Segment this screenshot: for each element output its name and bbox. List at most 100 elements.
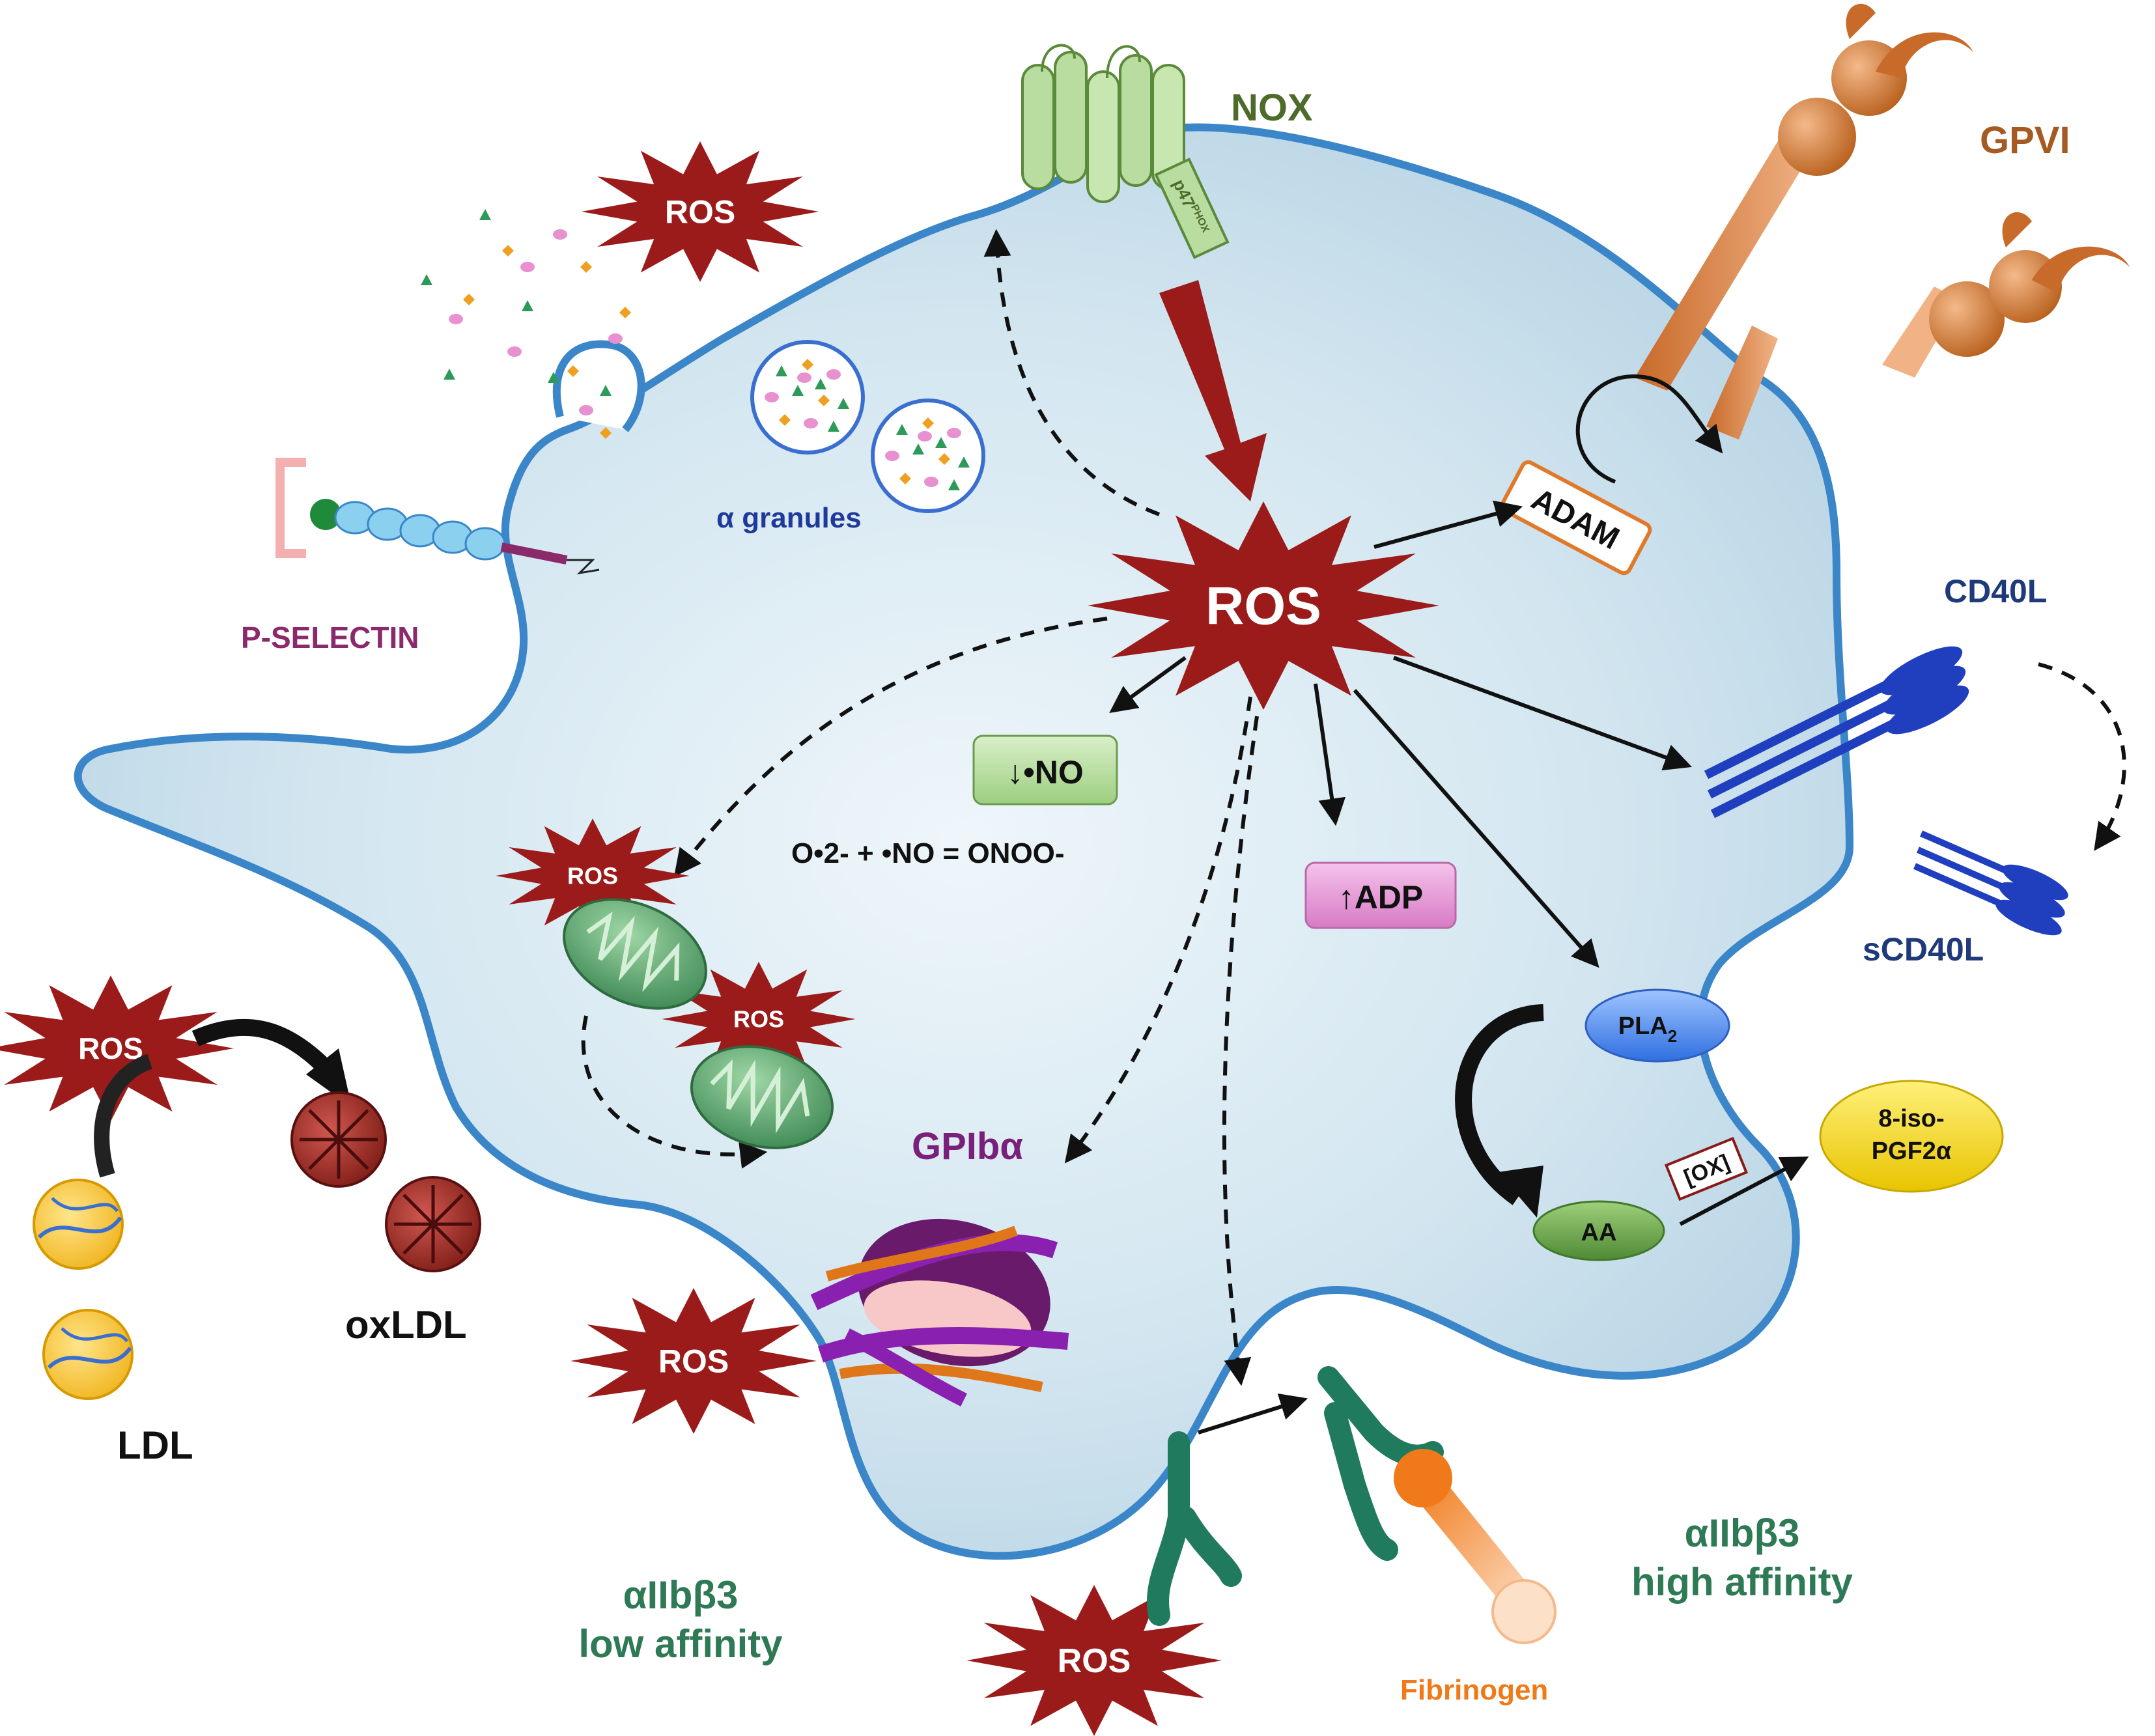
oxldl-particle-1 xyxy=(290,1091,387,1188)
integrin-low-label-line1: αIIbβ3 xyxy=(623,1573,739,1617)
oxldl-particle-2 xyxy=(385,1176,481,1272)
no-decrease-box: ↓•NO xyxy=(972,735,1118,805)
integrin-high-label-line2: high affinity xyxy=(1631,1560,1853,1604)
granule-content xyxy=(479,209,491,220)
nox-complex: p47PHOX xyxy=(1021,44,1230,259)
ldl-oxidation-arrow xyxy=(94,1054,153,1178)
granule-content xyxy=(958,456,970,468)
granule-content xyxy=(600,427,612,439)
fibrinogen-label: Fibrinogen xyxy=(1400,1674,1548,1706)
granule-content xyxy=(924,477,938,487)
adp-increase-box: ↑ADP xyxy=(1304,861,1457,929)
ros-label: ROS xyxy=(567,863,618,889)
ros-label: ROS xyxy=(78,1031,143,1065)
svg-text:AA: AA xyxy=(1581,1219,1617,1246)
granule-content xyxy=(797,372,811,383)
granule-content xyxy=(421,274,432,285)
p-selectin-label: P-SELECTIN xyxy=(241,621,419,654)
svg-text:8-iso-: 8-iso- xyxy=(1878,1105,1944,1132)
ros-star-gpib: ROS xyxy=(570,1288,817,1434)
granule-content xyxy=(947,428,961,438)
ros-star-bottom: ROS xyxy=(966,1585,1222,1736)
ros-star-top: ROS xyxy=(581,141,819,282)
scd40l-label: sCD40L xyxy=(1863,931,1984,968)
ldl-label: LDL xyxy=(117,1423,193,1467)
p47phox-label: p47PHOX xyxy=(1169,176,1211,238)
ros-to-oxldl-arrow xyxy=(191,1018,332,1074)
alpha-granules-label: α granules xyxy=(716,502,862,534)
nox-label: NOX xyxy=(1231,87,1313,129)
gpvi-label: GPVI xyxy=(1980,119,2070,161)
mitochondrion-2 xyxy=(690,1045,834,1149)
ros-star-center: ROS xyxy=(1088,501,1439,710)
oxidation-box: [OX] xyxy=(1664,1136,1749,1201)
cd40l-receptor xyxy=(1704,646,1969,819)
svg-text:PGF2α: PGF2α xyxy=(1872,1138,1952,1165)
ros-label: ROS xyxy=(1205,577,1321,636)
granule-content xyxy=(567,365,579,377)
adam-cleavage-arrow xyxy=(1575,374,1723,484)
ros-label: ROS xyxy=(1058,1642,1131,1680)
isoprostane-8-iso-pgf2a: 8-iso- PGF2α xyxy=(1819,1080,2004,1193)
granule-content xyxy=(922,417,934,429)
gpib-complex xyxy=(810,1218,1069,1407)
cd40l-shedding-arrow xyxy=(2038,662,2126,851)
granule-content xyxy=(826,369,841,380)
pla2-to-aa-arrowhead xyxy=(1498,1166,1543,1218)
granule-content xyxy=(520,262,535,272)
secretion-pocket xyxy=(552,340,645,432)
granule-content xyxy=(600,385,612,396)
granule-content xyxy=(522,300,533,311)
pla2-to-aa-arrow xyxy=(1455,1004,1544,1205)
granule-content xyxy=(776,365,787,376)
p-selectin-molecule xyxy=(275,458,600,575)
mitochondrion-1 xyxy=(563,898,707,1010)
platelet-cell xyxy=(74,123,1854,1560)
granule-content xyxy=(765,392,779,402)
granule-content xyxy=(553,229,567,240)
granule-content xyxy=(885,451,899,461)
granule-content xyxy=(828,421,839,432)
granule-content xyxy=(899,473,911,484)
ldl-particle-2 xyxy=(42,1309,134,1400)
integrin-low-affinity xyxy=(1147,1431,1242,1626)
ldl-particle-1 xyxy=(33,1179,124,1270)
granule-content xyxy=(818,395,830,406)
aa-arachidonic-acid: AA xyxy=(1532,1200,1665,1261)
granule-content xyxy=(444,369,455,380)
granule-content xyxy=(449,314,463,324)
granule-content xyxy=(804,418,818,428)
arrows xyxy=(581,229,1809,1435)
cd40l-label: CD40L xyxy=(1944,573,2047,609)
nox-to-ros-arrow xyxy=(1159,280,1267,501)
fibrinogen-molecule xyxy=(1394,1449,1556,1644)
granule-content xyxy=(918,431,932,441)
granule-content xyxy=(502,245,514,257)
svg-text:↓•NO: ↓•NO xyxy=(1007,754,1084,791)
ros-star-mito-1: ROS xyxy=(496,819,690,933)
granule-content xyxy=(579,405,593,415)
svg-text:↑ADP: ↑ADP xyxy=(1338,879,1424,916)
released-granule-contents xyxy=(421,209,631,439)
ros-star-ldl: ROS xyxy=(0,975,234,1121)
granule-content xyxy=(619,307,631,318)
granule-content xyxy=(463,294,475,305)
gpiba-label: GPIbα xyxy=(912,1125,1023,1168)
svg-text:PLA2: PLA2 xyxy=(1618,1013,1677,1046)
peroxynitrite-reaction: O•2- + •NO = ONOO- xyxy=(791,837,1065,869)
ros-star-mito-2: ROS xyxy=(662,962,856,1076)
granule-content xyxy=(779,414,791,426)
granule-content xyxy=(608,333,623,344)
granule-content xyxy=(838,398,849,409)
granule-content xyxy=(815,378,826,389)
ros-label: ROS xyxy=(733,1006,784,1033)
integrin-low-label-line2: low affinity xyxy=(578,1622,783,1666)
granule-content xyxy=(912,443,924,455)
gpvi-receptor xyxy=(1635,3,2130,440)
integrin-high-label-line1: αIIbβ3 xyxy=(1685,1511,1800,1555)
oxldl-label: oxLDL xyxy=(345,1303,467,1347)
granule-content xyxy=(507,346,522,357)
granule-content xyxy=(802,359,813,371)
granule-content xyxy=(935,437,947,448)
